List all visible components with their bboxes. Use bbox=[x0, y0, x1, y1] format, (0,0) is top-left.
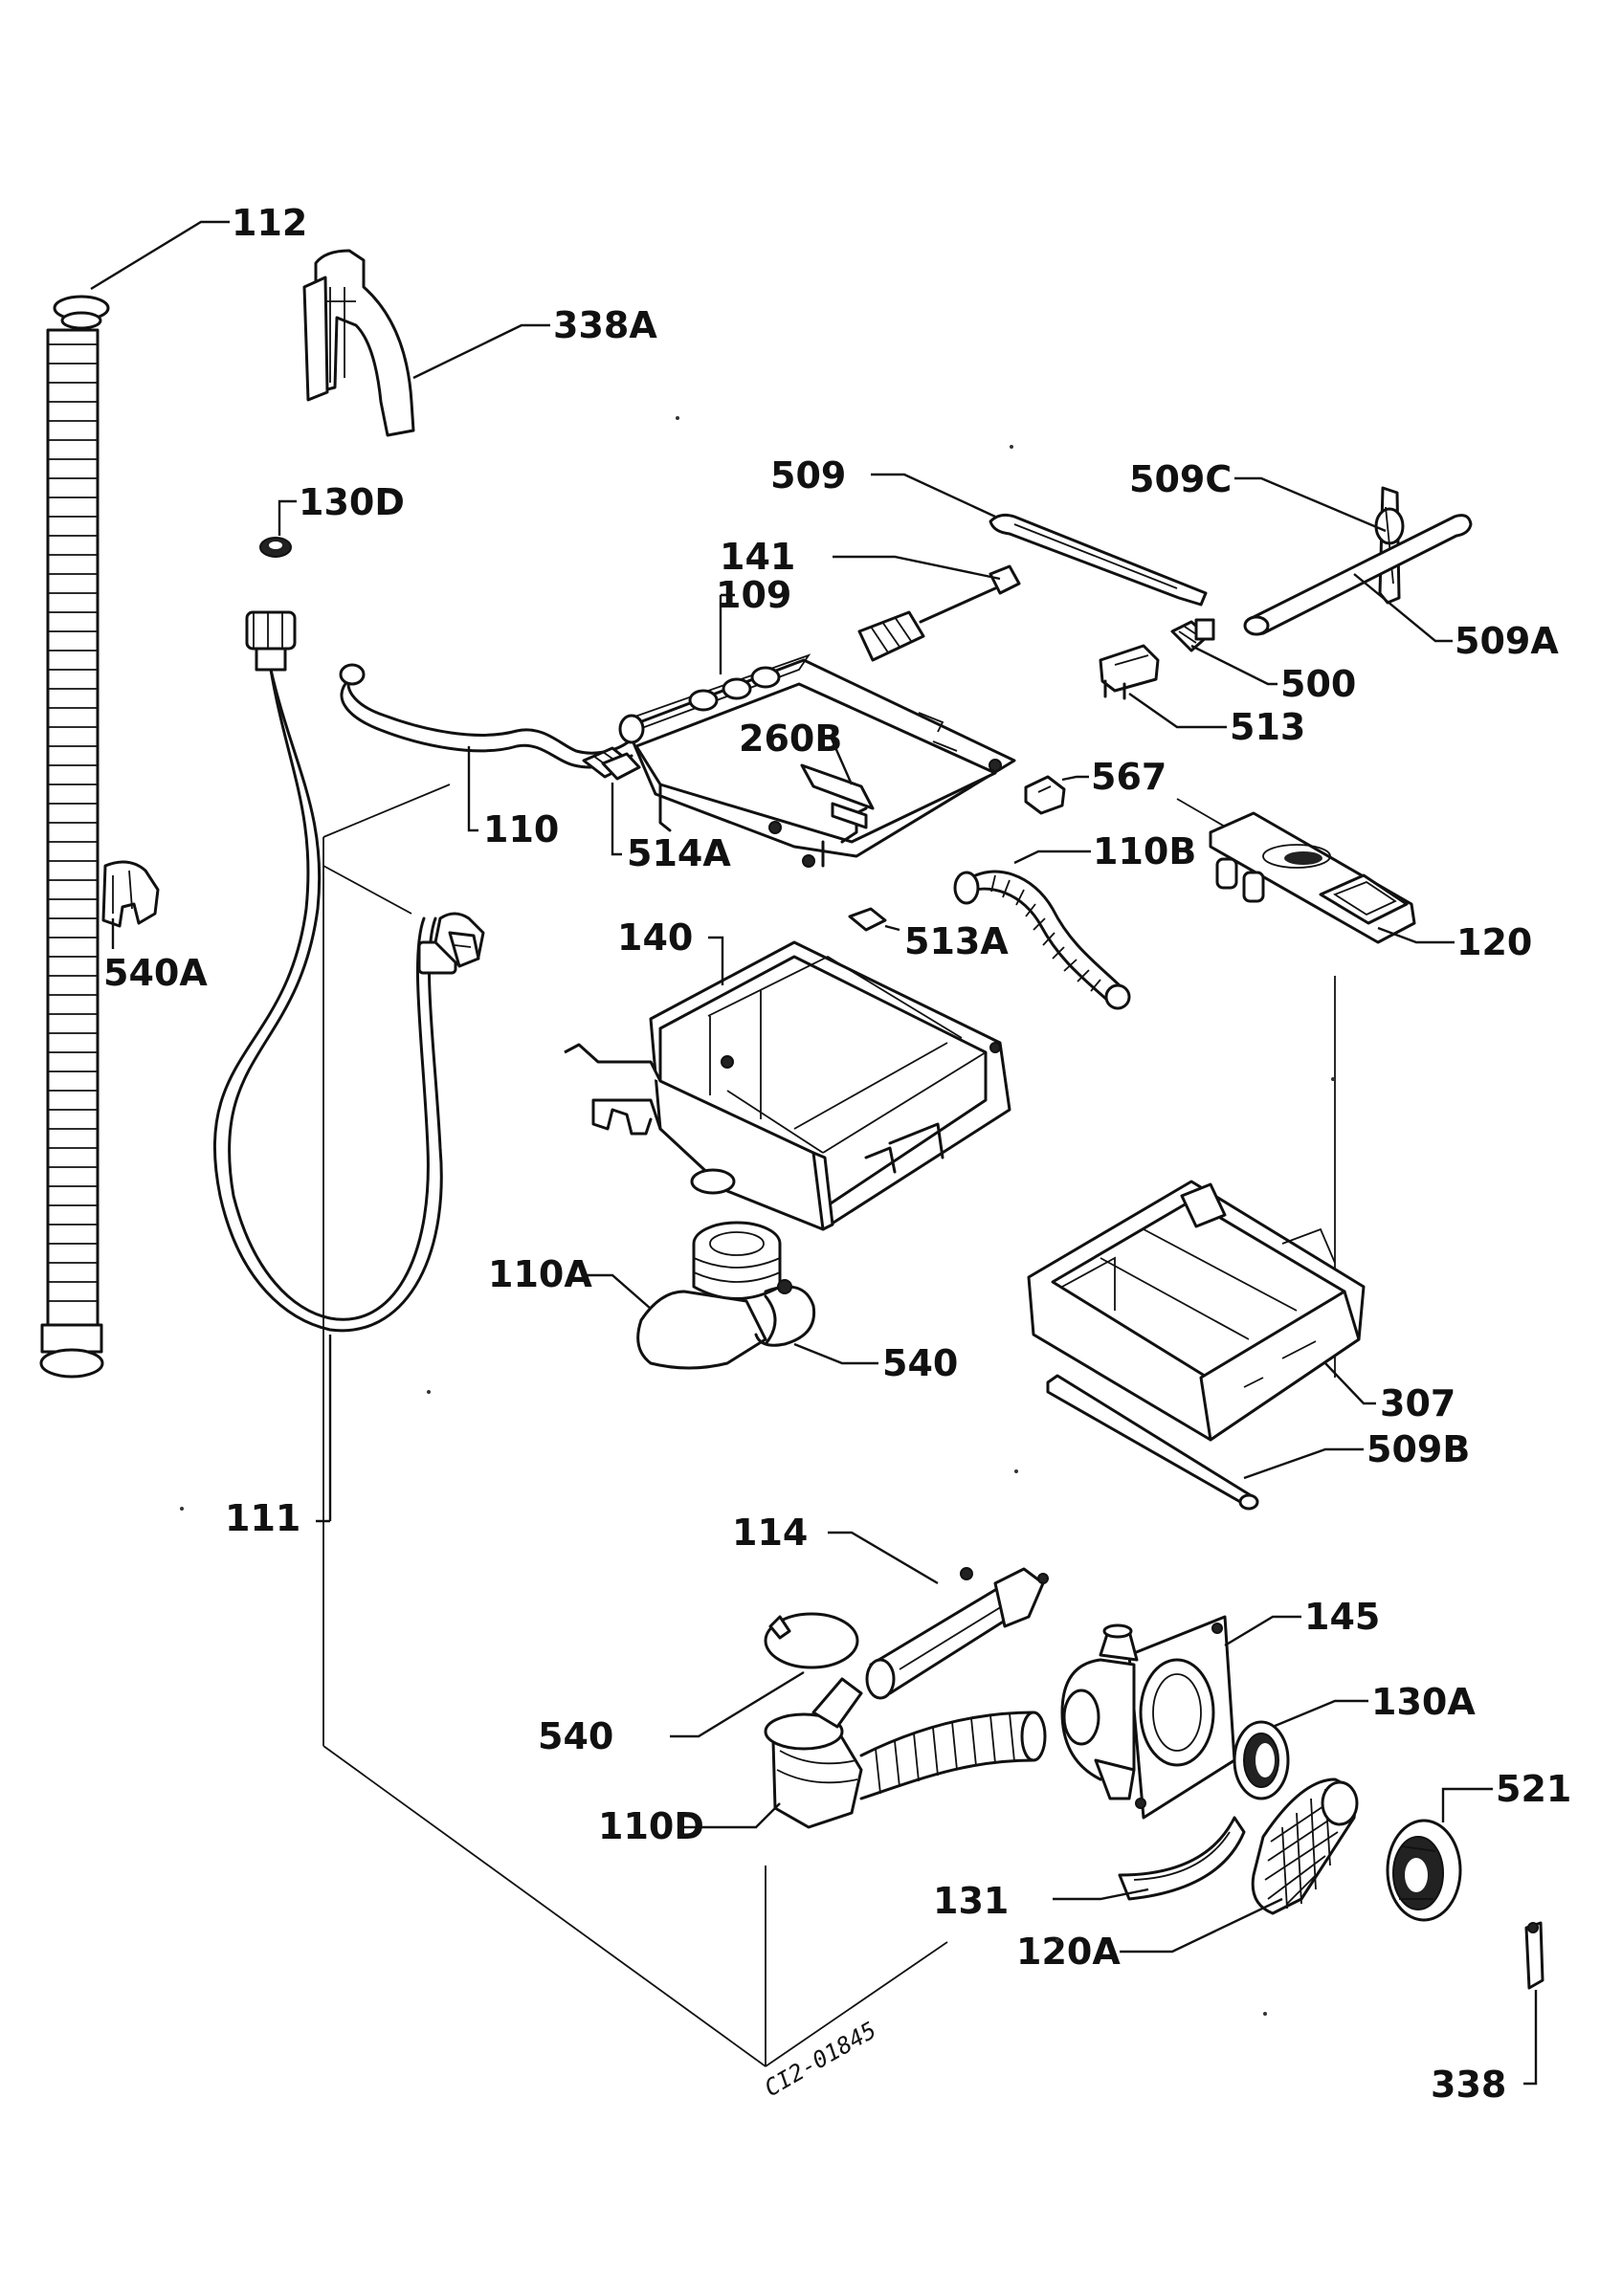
label-120a: 120A bbox=[1016, 1931, 1121, 1973]
label-514a: 514A bbox=[627, 832, 731, 874]
label-567: 567 bbox=[1091, 756, 1167, 798]
label-111: 111 bbox=[225, 1497, 300, 1539]
label-130a: 130A bbox=[1371, 1681, 1476, 1723]
label-110d: 110D bbox=[598, 1805, 704, 1847]
part-513-bracket bbox=[1099, 644, 1160, 700]
label-110b: 110B bbox=[1093, 830, 1196, 872]
label-141: 141 bbox=[720, 536, 795, 578]
label-521: 521 bbox=[1496, 1768, 1571, 1810]
part-513a-pin bbox=[848, 907, 887, 932]
label-540-upper: 540 bbox=[882, 1342, 958, 1384]
label-509c: 509C bbox=[1129, 458, 1232, 500]
part-140-dispenser-housing bbox=[564, 940, 1011, 1231]
part-112-inlet-hose bbox=[39, 295, 110, 1379]
label-513: 513 bbox=[1230, 706, 1305, 748]
part-109-pan-frame bbox=[618, 653, 1016, 868]
part-540-clamp-lower bbox=[764, 1612, 859, 1669]
label-540a: 540A bbox=[103, 952, 208, 994]
part-110b-bellows-hose bbox=[953, 870, 1131, 1010]
part-130a-seal bbox=[1233, 1720, 1290, 1800]
part-120a-filter bbox=[1251, 1777, 1359, 1915]
part-145-pump-body bbox=[1060, 1615, 1236, 1820]
part-521-lid bbox=[1386, 1819, 1462, 1922]
part-509a-rod bbox=[1243, 514, 1473, 636]
part-110-hose bbox=[339, 663, 633, 779]
part-131-cover bbox=[1118, 1816, 1246, 1901]
label-509b: 509B bbox=[1366, 1428, 1470, 1470]
part-514a-connector bbox=[601, 752, 641, 781]
label-109: 109 bbox=[716, 574, 791, 616]
part-540a-clamp bbox=[101, 860, 160, 928]
label-112: 112 bbox=[232, 202, 307, 244]
part-110d-sump-hose bbox=[764, 1677, 1047, 1829]
label-260b: 260B bbox=[739, 718, 842, 760]
label-145: 145 bbox=[1304, 1596, 1380, 1638]
label-120: 120 bbox=[1456, 921, 1532, 963]
part-500-actuator bbox=[1170, 618, 1215, 652]
part-120-dispenser-cover bbox=[1209, 811, 1416, 944]
cabinet-outline bbox=[322, 784, 1336, 2067]
label-110a: 110A bbox=[488, 1253, 592, 1295]
label-114: 114 bbox=[732, 1512, 808, 1554]
label-540-lower: 540 bbox=[538, 1715, 613, 1757]
part-509b-rod bbox=[1046, 1374, 1259, 1511]
part-130d-washer bbox=[259, 537, 292, 558]
part-567-pad bbox=[1024, 775, 1066, 815]
label-131: 131 bbox=[933, 1880, 1009, 1922]
part-114-pipe bbox=[865, 1567, 1049, 1700]
part-338a-hose-guide bbox=[302, 249, 415, 437]
label-307: 307 bbox=[1380, 1382, 1455, 1424]
label-338: 338 bbox=[1431, 2064, 1506, 2106]
label-338a: 338A bbox=[553, 304, 657, 346]
label-509: 509 bbox=[770, 454, 846, 497]
label-509a: 509A bbox=[1455, 620, 1559, 662]
part-307-drawer bbox=[1027, 1180, 1366, 1442]
part-509-rod bbox=[989, 513, 1208, 607]
label-130d: 130D bbox=[299, 481, 405, 523]
label-500: 500 bbox=[1280, 663, 1356, 705]
part-260b-bar bbox=[800, 763, 875, 829]
part-338-clip bbox=[1524, 1921, 1544, 1990]
label-110: 110 bbox=[483, 808, 559, 850]
part-110a-bellows bbox=[636, 1221, 782, 1370]
scan-specks bbox=[180, 416, 1335, 2016]
part-540-clamp-upper bbox=[754, 1279, 816, 1347]
label-513a: 513A bbox=[904, 920, 1009, 962]
part-141-valve-pin bbox=[857, 564, 1021, 662]
label-140: 140 bbox=[617, 916, 693, 959]
part-111-fill-hose bbox=[212, 610, 485, 1333]
